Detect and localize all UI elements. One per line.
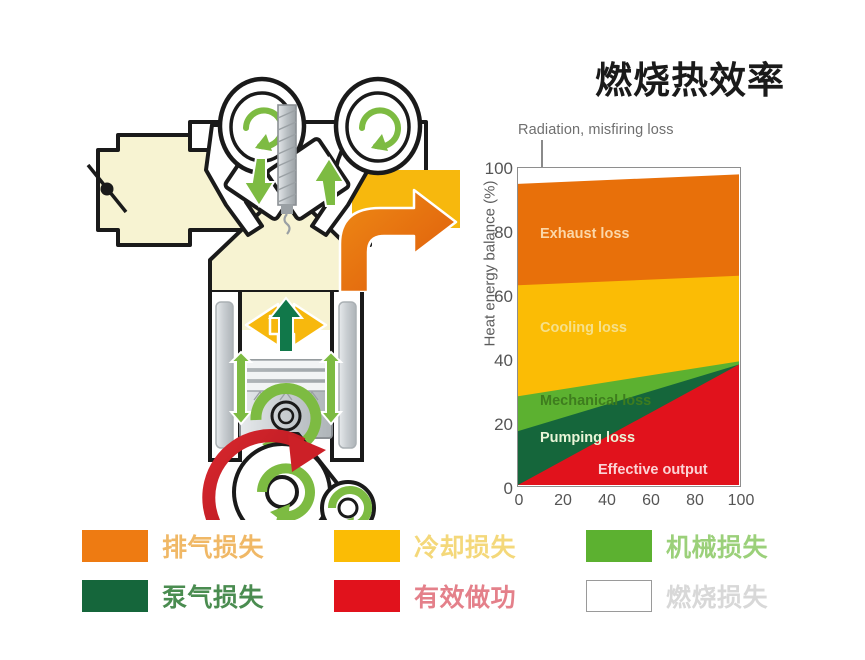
stacked-area-series: [518, 168, 739, 485]
y-tick-40: 40: [494, 351, 513, 370]
engine-cross-section-diagram: [40, 30, 460, 520]
legend: 排气损失 冷却损失 机械损失 泵气损失 有效做功 燃烧损失: [82, 524, 782, 636]
radiation-annotation-leader-line: [541, 140, 543, 168]
legend-swatch-exhaust-loss: [82, 530, 148, 562]
x-tick-100: 100: [727, 492, 755, 509]
legend-label-mechanical-loss: 机械损失: [666, 533, 769, 562]
x-tick-80: 80: [686, 492, 704, 509]
legend-label-combustion-loss: 燃烧损失: [666, 583, 769, 612]
legend-swatch-combustion-loss: [586, 580, 652, 612]
legend-row-1: 排气损失 冷却损失 机械损失: [82, 524, 782, 568]
crankshaft: [232, 442, 376, 520]
chart-title: 燃烧热效率: [595, 59, 785, 102]
heat-loss-arrow-left: [242, 157, 276, 208]
x-axis-ticks: 0 20 40 60 80 100: [514, 492, 755, 518]
y-axis-ticks: 100 80 60 40 20 0: [461, 40, 513, 520]
chart-plot-area: Exhaust loss Cooling loss Mechanical los…: [517, 167, 741, 487]
x-tick-60: 60: [642, 492, 660, 509]
legend-label-effective-output: 有效做功: [414, 583, 517, 612]
legend-item-mechanical-loss: 机械损失: [586, 528, 768, 564]
y-tick-0: 0: [503, 479, 513, 498]
legend-label-pumping-loss: 泵气损失: [162, 583, 265, 612]
legend-label-cooling-loss: 冷却损失: [414, 533, 517, 562]
friction-arrow-left: [228, 350, 254, 426]
y-tick-80: 80: [494, 223, 513, 242]
x-tick-40: 40: [598, 492, 616, 509]
friction-arrow-right: [318, 350, 344, 426]
legend-label-exhaust-loss: 排气损失: [162, 533, 265, 562]
spark-plug: [277, 104, 297, 235]
y-tick-20: 20: [494, 415, 513, 434]
legend-swatch-pumping-loss: [82, 580, 148, 612]
legend-item-cooling-loss: 冷却损失: [334, 528, 516, 564]
radiation-annotation-label: Radiation, misfiring loss: [518, 122, 674, 138]
throttle-plate: [86, 163, 128, 214]
legend-row-2: 泵气损失 有效做功 燃烧损失: [82, 574, 782, 618]
exhaust-flow-arrow: [338, 188, 458, 294]
y-tick-60: 60: [494, 287, 513, 306]
area-effective-output: [518, 364, 739, 485]
legend-swatch-effective-output: [334, 580, 400, 612]
x-tick-20: 20: [554, 492, 572, 509]
legend-swatch-mechanical-loss: [586, 530, 652, 562]
y-tick-100: 100: [484, 159, 513, 178]
effective-work-arrow: [267, 296, 305, 353]
heat-balance-chart: 燃烧热效率 Radiation, misfiring loss Heat ene…: [455, 40, 855, 520]
legend-swatch-cooling-loss: [334, 530, 400, 562]
x-tick-0: 0: [514, 492, 524, 509]
legend-item-combustion-loss: 燃烧损失: [586, 578, 768, 614]
output-rotation-arrow: [202, 429, 326, 520]
legend-item-exhaust-loss: 排气损失: [82, 528, 264, 564]
heat-loss-arrow-right: [312, 156, 346, 207]
legend-item-pumping-loss: 泵气损失: [82, 578, 264, 614]
legend-item-effective-output: 有效做功: [334, 578, 516, 614]
